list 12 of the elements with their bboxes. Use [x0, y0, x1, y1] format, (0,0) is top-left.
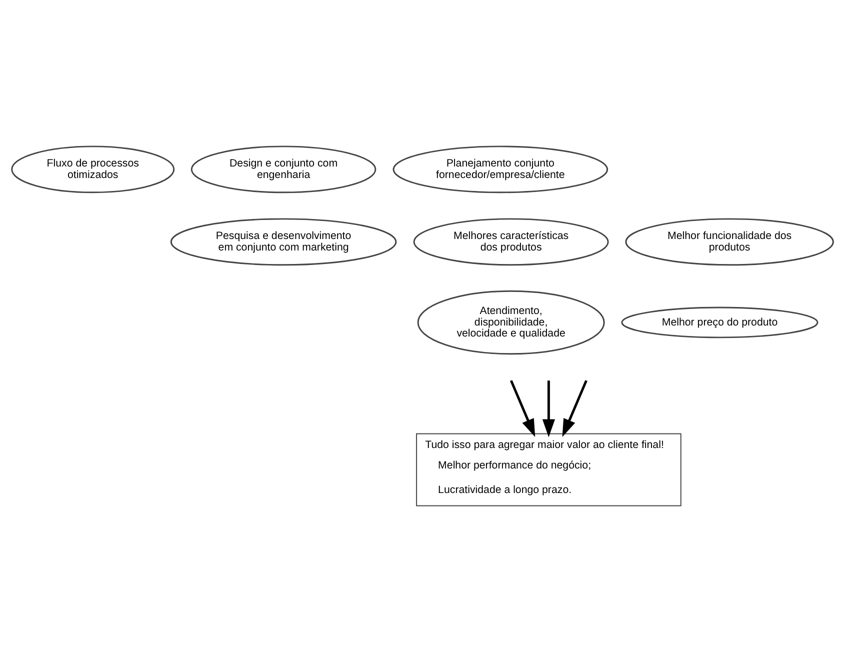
- node-ellipse: Atendimento, disponibilidade, velocidade e qualidade: [417, 290, 605, 355]
- arrow: [542, 380, 556, 438]
- node-ellipse: Melhores características dos produtos: [413, 218, 609, 266]
- node-ellipse: Design e conjunto com engenharia: [190, 146, 376, 194]
- node-ellipse: Pesquisa e desenvolvimento em conjunto com marketing: [170, 218, 397, 266]
- arrow: [562, 380, 588, 437]
- node-box: Tudo isso para agregar maior valor ao cliente final! Melhor performance do negócio; Lucratividade a longo prazo.: [416, 433, 682, 506]
- node-ellipse: Melhor preço do produto: [621, 306, 818, 338]
- node-ellipse: Melhor funcionalidade dos produtos: [625, 218, 834, 266]
- node-ellipse: Planejamento conjunto fornecedor/empresa/cliente: [392, 146, 608, 194]
- node-ellipse: Fluxo de processos otimizados: [11, 146, 175, 194]
- arrow: [510, 380, 536, 437]
